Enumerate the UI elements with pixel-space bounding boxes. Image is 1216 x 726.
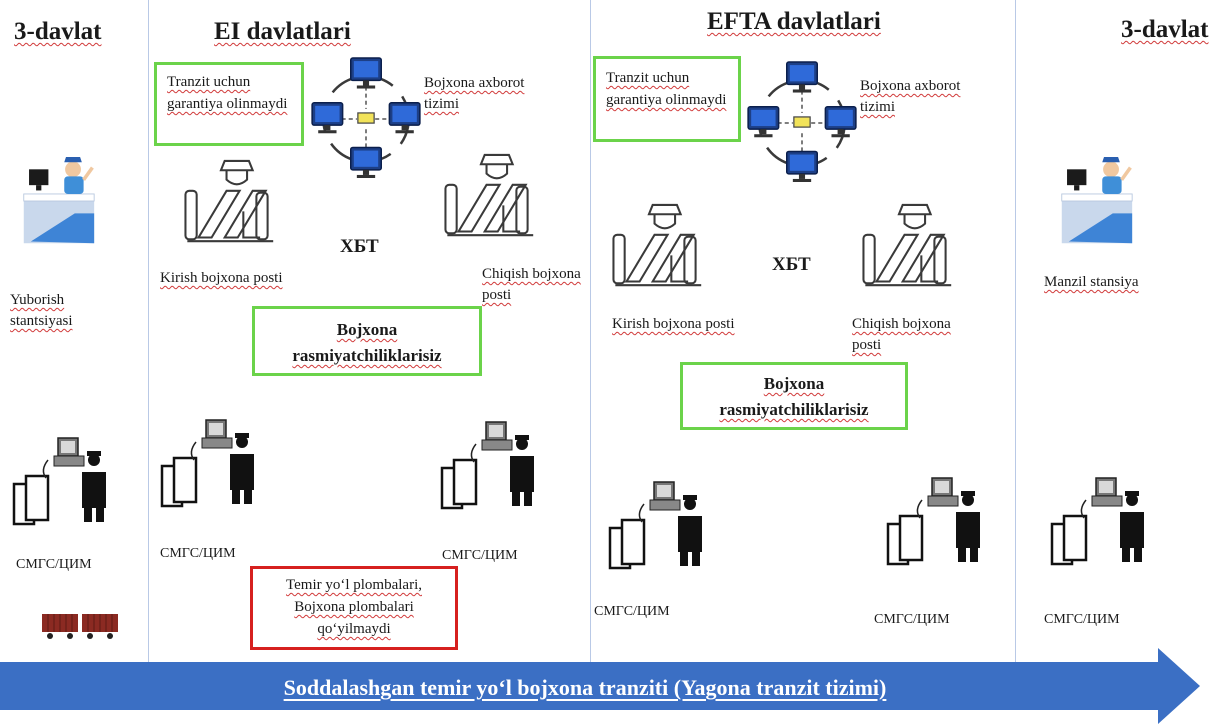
eu-exit-doc-operator-icon	[440, 420, 536, 510]
transit-banner-label: Soddalashgan temir yo‘l bojxona tranziti…	[283, 675, 887, 700]
efta-entry-doc-label: СМГС/ЦИМ	[594, 604, 670, 619]
efta-customs-system-label: Bojxona axborot tizimi	[860, 78, 961, 115]
eu-no-formalities-text: Bojxona rasmiyatchiliklarisiz	[292, 320, 442, 365]
eu-entry-doc-label: СМГС/ЦИМ	[160, 546, 236, 561]
efta-exit-officer-icon	[862, 203, 953, 287]
efta-entry-doc-operator-icon	[608, 480, 704, 570]
eu-exit-officer-icon	[444, 153, 535, 237]
efta-guarantee-text: Tranzit uchun garantiya olinmaydi	[606, 70, 727, 108]
heading-right-country: 3-davlat	[1121, 16, 1209, 43]
efta-guarantee-box: Tranzit uchun garantiya olinmaydi	[593, 56, 741, 142]
destination-doc-operator-icon	[1050, 476, 1146, 566]
seals-line2: Bojxona plombalari	[294, 599, 414, 615]
efta-no-formalities-box: Bojxona rasmiyatchiliklarisiz	[680, 362, 908, 430]
eu-entry-doc-operator-icon	[160, 418, 256, 508]
efta-entry-post-label: Kirish bojxona posti	[612, 316, 735, 332]
eu-guarantee-box: Tranzit uchun garantiya olinmaydi	[154, 62, 304, 146]
eu-no-formalities-box: Bojxona rasmiyatchiliklarisiz	[252, 306, 482, 376]
eu-entry-officer-icon	[184, 159, 275, 243]
wagons-icon	[42, 613, 119, 640]
destination-doc-label: СМГС/ЦИМ	[1044, 612, 1120, 627]
doc-operator-icon	[12, 436, 108, 526]
efta-entry-officer-icon	[612, 203, 703, 287]
efta-exit-doc-operator-icon	[886, 476, 982, 566]
destination-station-label: Manzil stansiya	[1044, 274, 1139, 290]
seals-box: Temir yo‘l plombalari, Bojxona plombalar…	[250, 566, 458, 650]
efta-exit-doc-label: СМГС/ЦИМ	[874, 612, 950, 627]
divider-right	[1015, 0, 1016, 668]
eu-exit-doc-label: СМГС/ЦИМ	[442, 548, 518, 563]
efta-exit-post-label: Chiqish bojxona posti	[852, 316, 951, 353]
destination-clerk-icon	[1060, 148, 1148, 254]
eu-customs-system-label: Bojxona axborot tizimi	[424, 75, 525, 112]
doc-label: СМГС/ЦИМ	[16, 557, 92, 572]
heading-left-country: 3-davlat	[14, 18, 102, 45]
efta-no-formalities-text: Bojxona rasmiyatchiliklarisiz	[719, 374, 869, 419]
eu-exit-post-label: Chiqish bojxona posti	[482, 266, 581, 303]
eu-xbt-label: ХБТ	[340, 236, 379, 257]
efta-xbt-label: ХБТ	[772, 254, 811, 275]
divider-middle	[590, 0, 591, 668]
seals-line1: Temir yo‘l plombalari,	[286, 577, 422, 593]
transit-arrow	[0, 648, 1200, 724]
efta-customs-network-icon	[746, 60, 858, 182]
eu-customs-network-icon	[310, 56, 422, 178]
heading-eu-states: EI davlatlari	[214, 18, 351, 45]
heading-efta-states: EFTA davlatlari	[707, 8, 881, 35]
divider-left	[148, 0, 149, 668]
sending-station-clerk-icon	[22, 148, 110, 254]
eu-guarantee-text: Tranzit uchun garantiya olinmaydi	[167, 74, 288, 112]
seals-line3: qo‘yilmaydi	[317, 621, 391, 637]
sending-station-label: Yuborish stantsiyasi	[10, 292, 73, 329]
eu-entry-post-label: Kirish bojxona posti	[160, 270, 283, 286]
